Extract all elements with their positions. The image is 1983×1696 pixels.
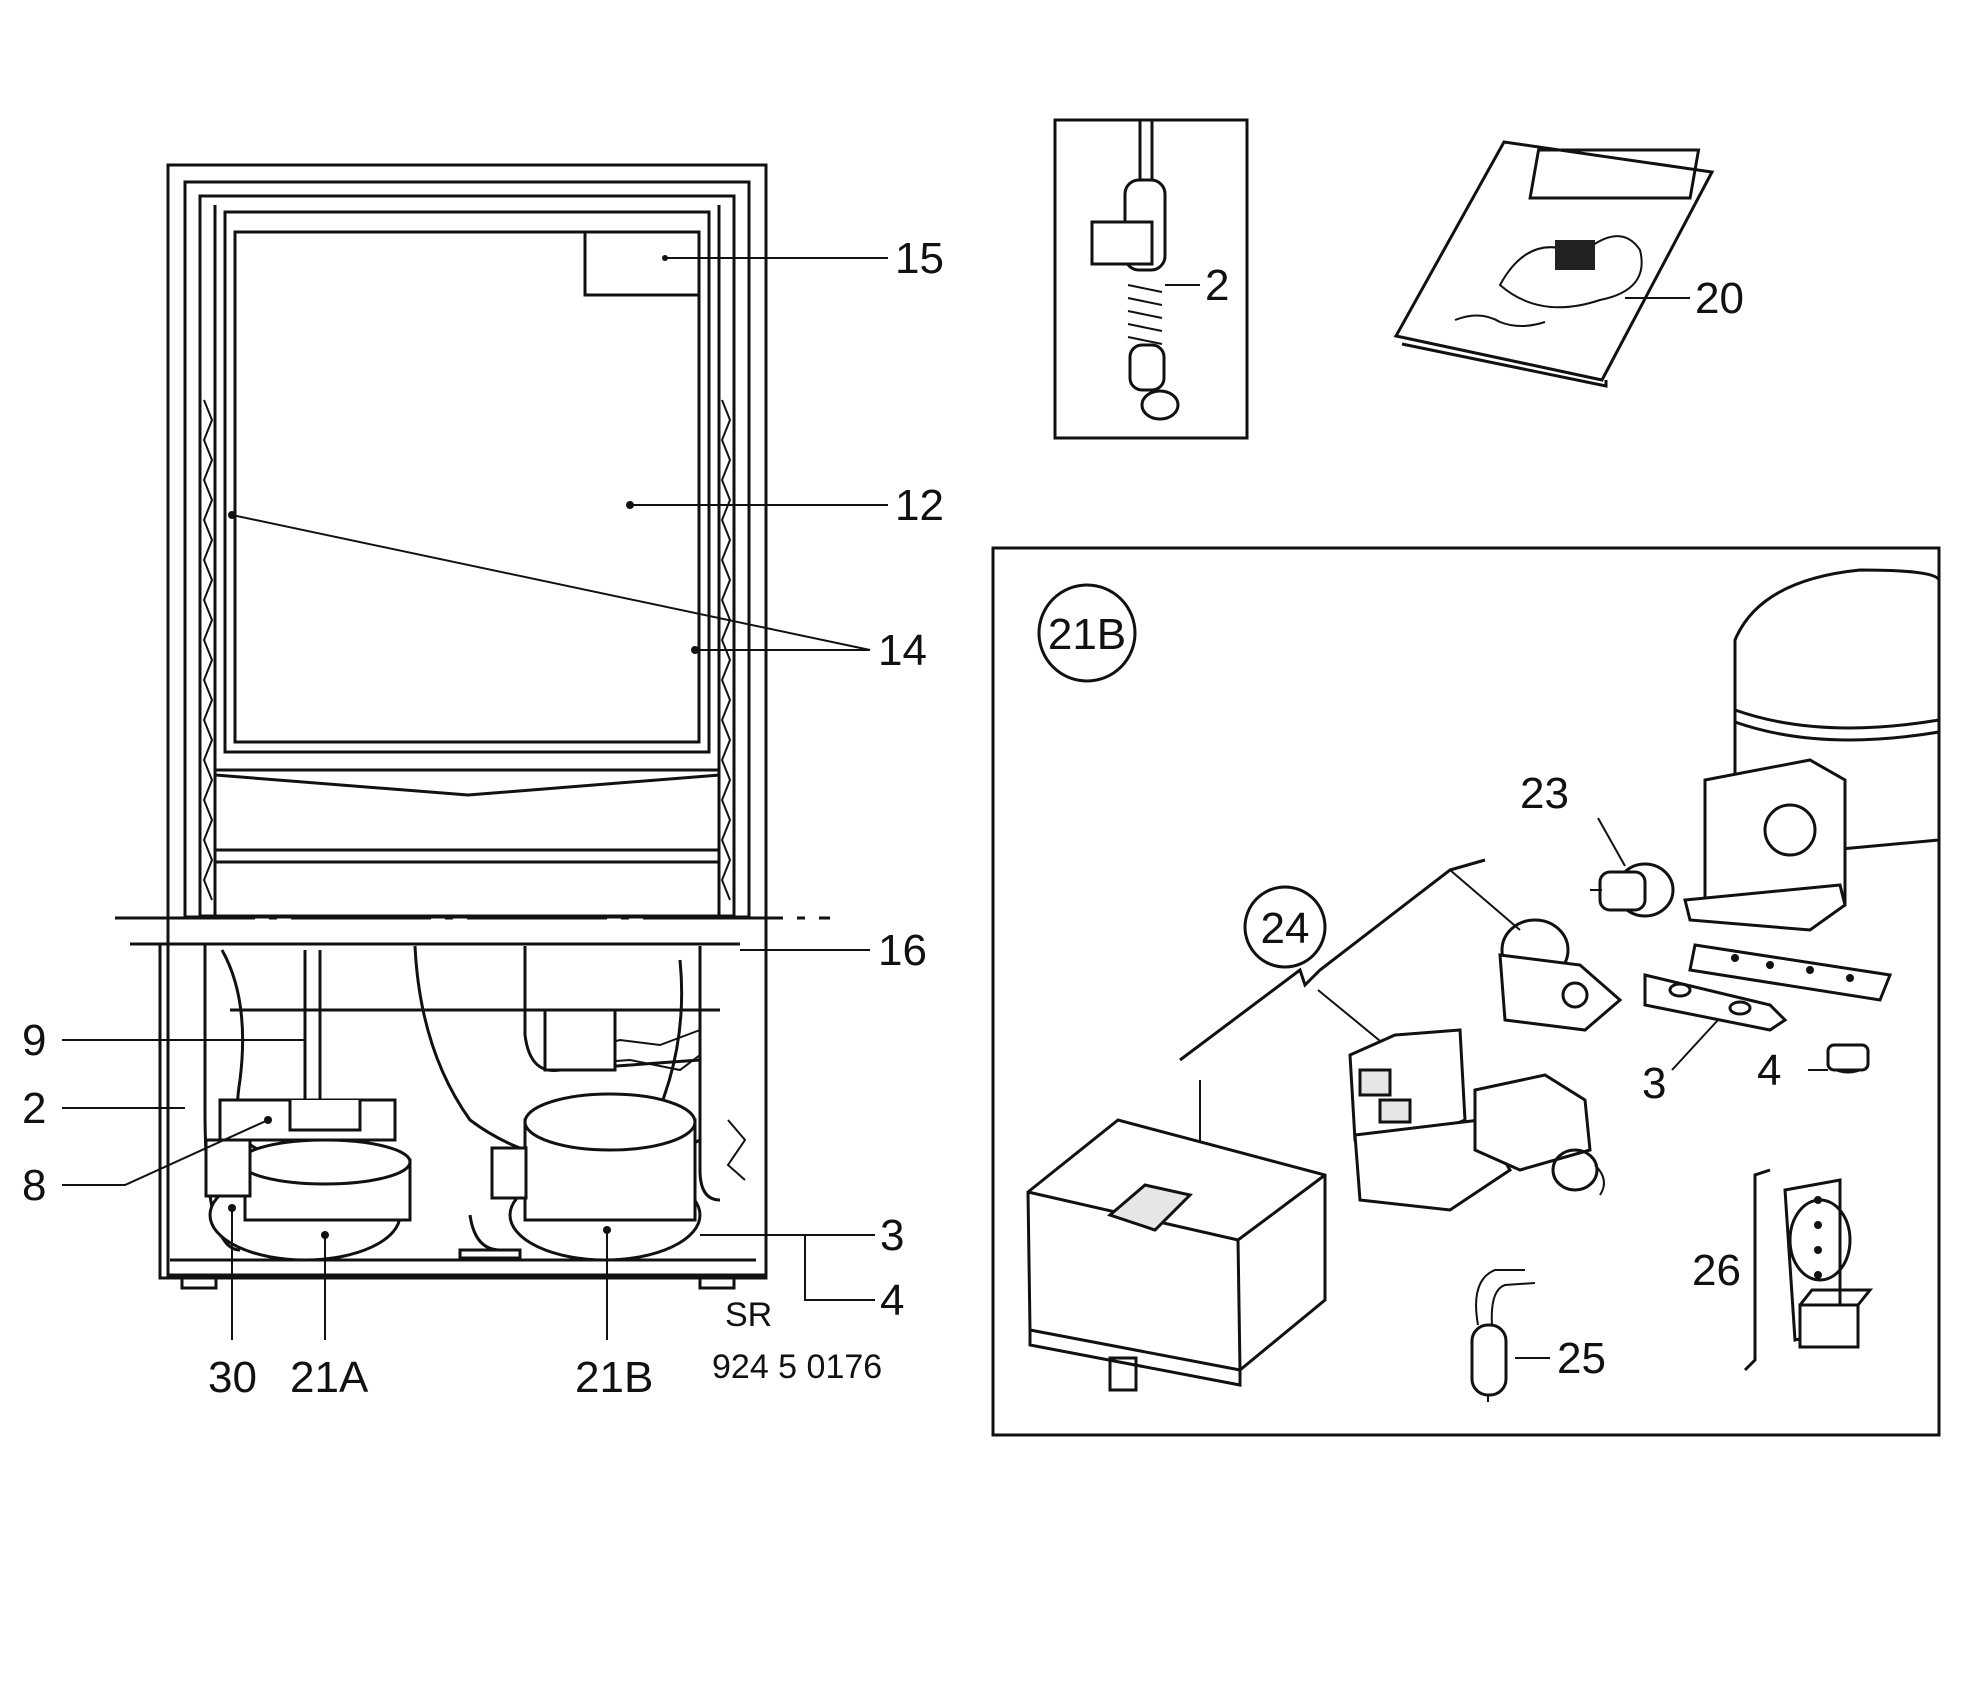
manual-label-20: 20 — [1695, 274, 1744, 323]
compressor-21a — [204, 1098, 412, 1262]
detail-part-25: 25 — [1470, 1269, 1606, 1402]
detail-label-26: 26 — [1692, 1246, 1741, 1295]
fridge-cabinet — [115, 163, 830, 1290]
detail-part-26: 26 — [1692, 1168, 1874, 1372]
label-15: 15 — [895, 234, 944, 283]
label-4: 4 — [880, 1276, 904, 1325]
label-9: 9 — [22, 1016, 46, 1065]
label-14: 14 — [878, 626, 927, 675]
detail-terminal-block — [1348, 1028, 1605, 1212]
detail-panel-21b: 21B 23 — [991, 546, 1941, 1437]
fridge-leader-dots — [228, 255, 699, 1239]
label-21a: 21A — [290, 1353, 369, 1402]
manual-booklet: 20 — [1393, 140, 1744, 388]
label-16: 16 — [878, 926, 927, 975]
detail-title-21b: 21B — [1048, 610, 1126, 659]
detail-relay — [1498, 918, 1623, 1032]
detail-compressor — [1683, 568, 1941, 1002]
detail-label-25: 25 — [1557, 1334, 1606, 1383]
detail-cover — [1026, 1118, 1327, 1392]
detail-bracket-24: 24 — [1179, 858, 1521, 1145]
label-8: 8 — [22, 1161, 46, 1210]
label-sr: SR — [725, 1296, 772, 1334]
label-21b: 21B — [575, 1353, 653, 1402]
probe-inset: 2 — [1053, 118, 1249, 440]
fridge-labels: 15 12 14 16 9 2 8 3 4 30 21A 21B SR 924 … — [22, 234, 944, 1402]
drawing-code: 924 5 0176 — [712, 1348, 882, 1386]
detail-label-24: 24 — [1261, 904, 1310, 953]
detail-part-3: 3 — [1642, 973, 1788, 1108]
detail-label-3: 3 — [1642, 1059, 1666, 1108]
label-2: 2 — [22, 1084, 46, 1133]
detail-part-4: 4 — [1757, 1043, 1870, 1095]
detail-part-23: 23 — [1520, 769, 1675, 918]
label-3: 3 — [880, 1211, 904, 1260]
fridge-leader-lines — [62, 257, 888, 1340]
compressor-21b — [458, 1092, 702, 1262]
label-12: 12 — [895, 481, 944, 530]
probe-label-2: 2 — [1205, 261, 1229, 310]
detail-label-23: 23 — [1520, 769, 1569, 818]
label-30: 30 — [208, 1353, 257, 1402]
detail-label-4: 4 — [1757, 1046, 1781, 1095]
